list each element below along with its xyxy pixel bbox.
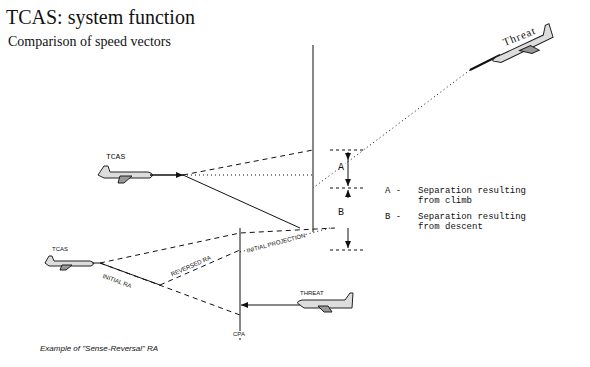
- path-label: INITIAL RA: [102, 273, 133, 290]
- legend-key: B -: [385, 212, 401, 222]
- aircraft-label: TCAS: [106, 152, 125, 161]
- cpa-label: CPA: [233, 331, 245, 338]
- path-label: REVERSED RA: [170, 255, 212, 279]
- subtitle: Comparison of speed vectors: [8, 34, 171, 50]
- diagram-title: TCAS: system function: [6, 6, 195, 29]
- legend-text: Separation resulting from climb: [418, 186, 536, 207]
- legend-text: Separation resulting from descent: [418, 212, 536, 233]
- aircraft-label: TCAS: [52, 246, 68, 253]
- dimension-letter: A: [337, 162, 345, 174]
- path-label: INITIAL PROJECTION: [246, 232, 306, 254]
- aircraft-label: THREAT: [300, 290, 324, 297]
- dimension-letter: B: [337, 207, 345, 219]
- diagram-caption: Example of "Sense-Reversal" RA: [40, 344, 158, 353]
- legend-key: A -: [385, 186, 401, 196]
